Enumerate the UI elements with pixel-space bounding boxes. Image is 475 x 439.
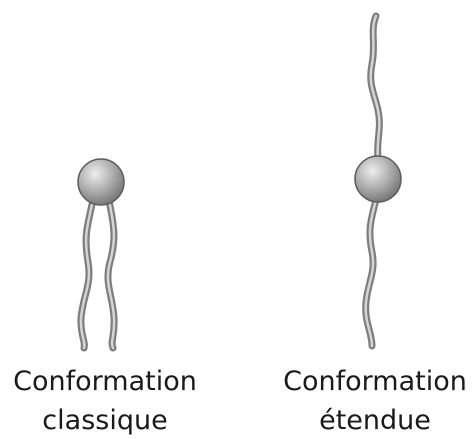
extended-tail-up bbox=[371, 16, 380, 160]
caption-classic: Conformation classique bbox=[0, 362, 225, 439]
caption-extended: Conformation étendue bbox=[255, 362, 475, 439]
caption-extended-line2: étendue bbox=[255, 401, 475, 439]
extended-head bbox=[355, 156, 401, 202]
classic-head bbox=[78, 159, 124, 205]
caption-extended-line1: Conformation bbox=[255, 362, 475, 401]
classic-tail-right bbox=[108, 196, 114, 348]
classic-lipid bbox=[78, 159, 124, 348]
extended-lipid bbox=[355, 16, 401, 346]
extended-tail-down bbox=[366, 200, 376, 346]
classic-tail-left bbox=[81, 196, 94, 348]
caption-classic-line1: Conformation bbox=[0, 362, 225, 401]
caption-classic-line2: classique bbox=[0, 401, 225, 439]
